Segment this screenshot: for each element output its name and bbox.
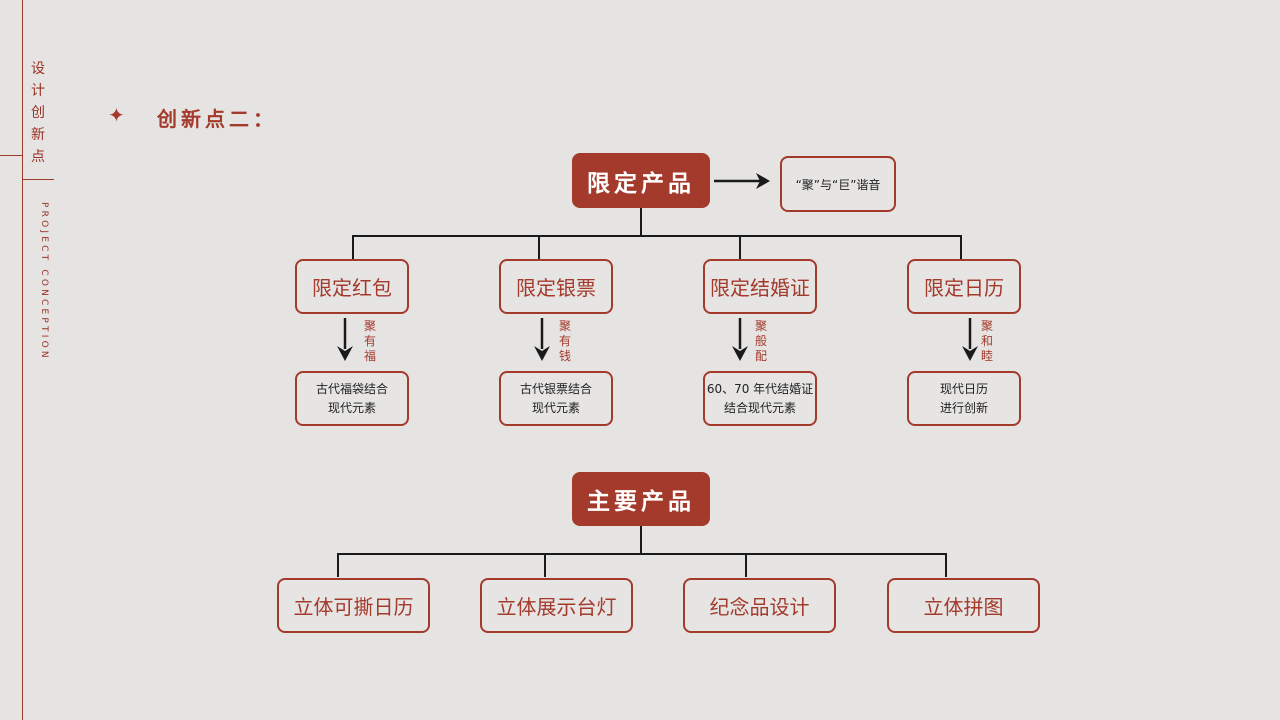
limited-item-calendar: 限定日历: [907, 259, 1021, 314]
tree-connector: [960, 235, 962, 259]
arrow-down-icon: [534, 318, 550, 361]
pun-label: 聚有福: [363, 319, 376, 363]
sparkle-icon: ✦: [108, 103, 125, 127]
limited-item-marriage-certificate: 限定结婚证: [703, 259, 817, 314]
arrow-down-icon: [732, 318, 748, 361]
tree-connector: [337, 553, 339, 577]
tree-connector: [745, 553, 747, 577]
limited-item-desc: 现代日历进行创新: [907, 371, 1021, 426]
sidebar-vertical-rule: [22, 0, 23, 720]
limited-products-box: 限定产品: [572, 153, 710, 208]
tree-connector: [739, 235, 741, 259]
arrow-down-icon: [962, 318, 978, 361]
tree-connector: [544, 553, 546, 577]
tree-connector: [352, 235, 962, 237]
sidebar-cn-char: 点: [31, 149, 45, 165]
main-product-item: 立体展示台灯: [480, 578, 633, 633]
arrow-right-icon: [714, 173, 770, 189]
sidebar-en-title: PROJECT CONCEPTION: [39, 202, 49, 361]
tree-connector: [640, 208, 642, 236]
main-product-item: 纪念品设计: [683, 578, 836, 633]
sidebar-cn-char: 创: [31, 105, 45, 121]
main-products-box: 主要产品: [572, 472, 710, 526]
main-product-item: 立体可撕日历: [277, 578, 430, 633]
pun-label: 聚般配: [754, 319, 767, 363]
sidebar-cn-char: 计: [31, 83, 45, 99]
limited-item-desc: 60、70 年代结婚证结合现代元素: [703, 371, 817, 426]
main-product-item: 立体拼图: [887, 578, 1040, 633]
tree-connector: [640, 526, 642, 554]
sidebar-horizontal-rule-2: [22, 179, 54, 180]
sidebar-cn-char: 设: [31, 61, 45, 77]
homophone-note-box: “聚”与“巨”谐音: [780, 156, 896, 212]
tree-connector: [352, 235, 354, 259]
limited-item-red-envelope: 限定红包: [295, 259, 409, 314]
tree-connector: [337, 553, 947, 555]
pun-label: 聚有钱: [558, 319, 571, 363]
tree-connector: [538, 235, 540, 259]
page-title: 创新点二：: [157, 107, 277, 131]
limited-item-desc: 古代银票结合现代元素: [499, 371, 613, 426]
arrow-down-icon: [337, 318, 353, 361]
limited-item-banknote: 限定银票: [499, 259, 613, 314]
limited-item-desc: 古代福袋结合现代元素: [295, 371, 409, 426]
sidebar-cn-title: 设 计 创 新 点: [28, 58, 48, 168]
pun-label: 聚和睦: [980, 319, 993, 363]
sidebar-cn-char: 新: [31, 127, 45, 143]
tree-connector: [945, 553, 947, 577]
sidebar-horizontal-rule: [0, 155, 22, 156]
